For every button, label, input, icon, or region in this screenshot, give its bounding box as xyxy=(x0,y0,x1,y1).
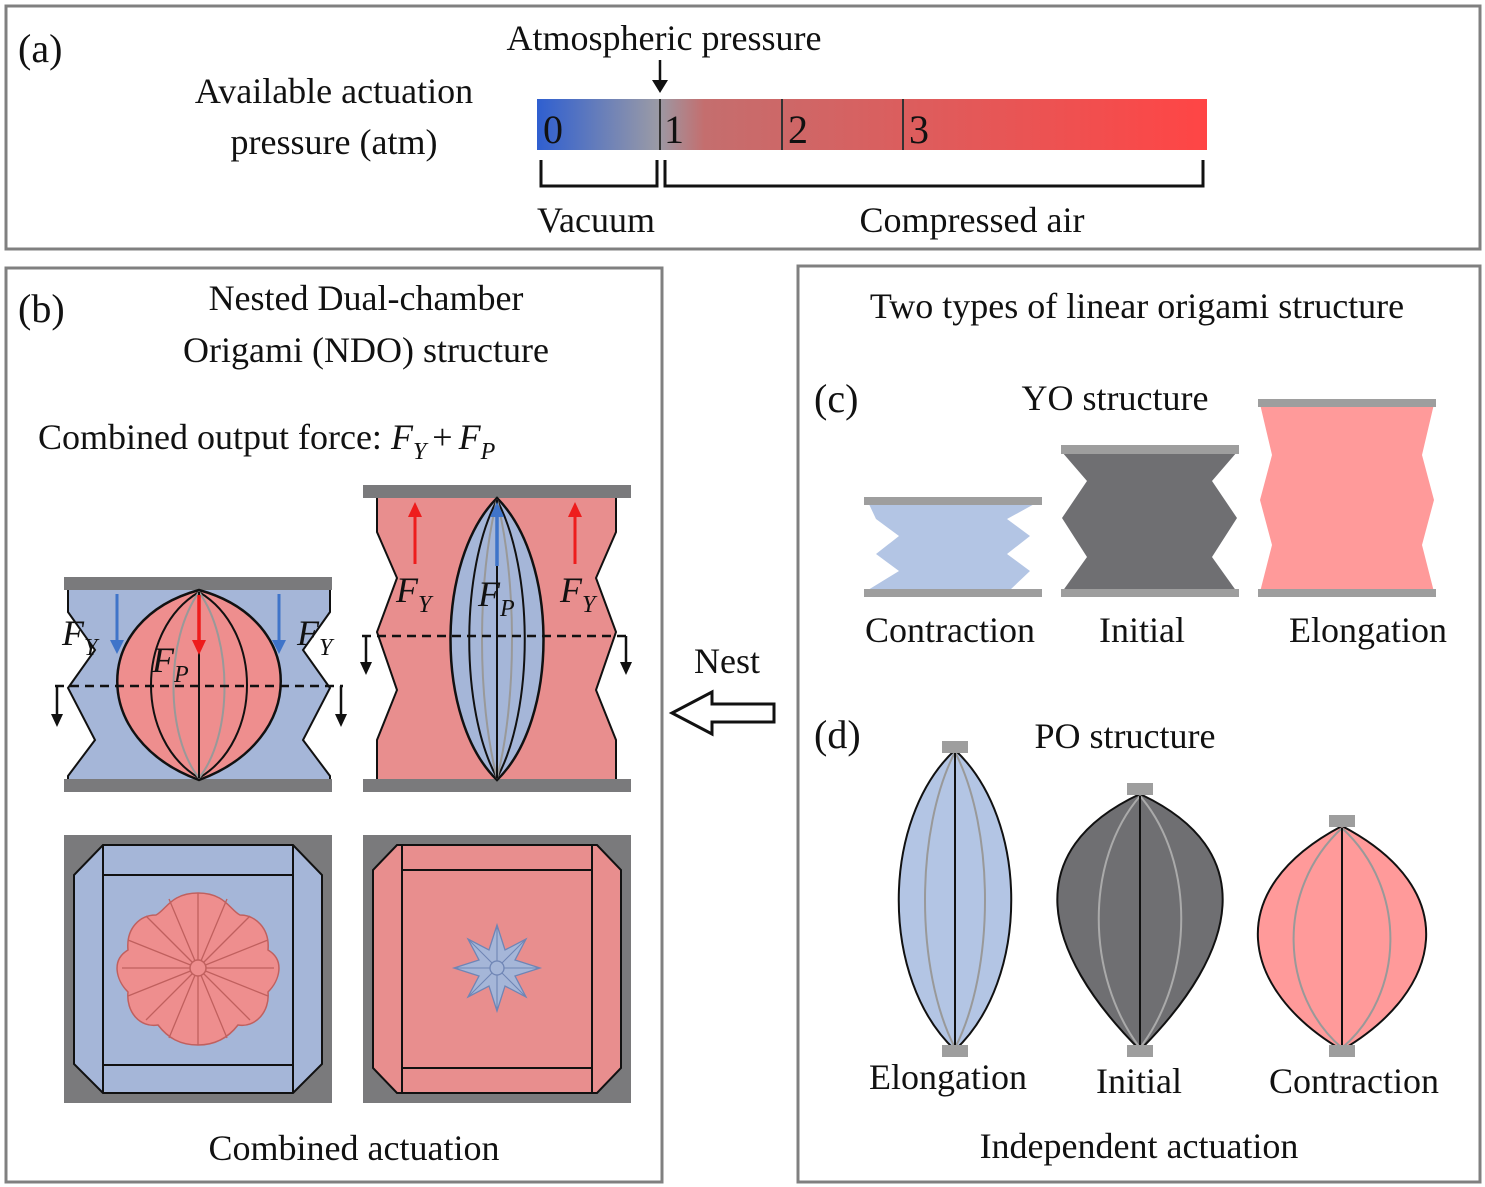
yo-elongation xyxy=(1258,399,1436,597)
atmospheric-arrowhead xyxy=(652,80,668,93)
panel-d-label: (d) xyxy=(814,712,861,757)
panel-a-label: (a) xyxy=(18,26,62,71)
fy-right-label-2: FY xyxy=(559,570,598,618)
ndo-contracted-side-view: FY FY FP xyxy=(51,577,347,792)
panel-b: (b) Nested Dual-chamber Origami (NDO) st… xyxy=(4,266,664,1184)
fy-left-label-2: FY xyxy=(296,613,335,661)
axis-label-line2: pressure (atm) xyxy=(231,122,438,162)
panel-b-label: (b) xyxy=(18,286,65,331)
atmospheric-pressure-label: Atmospheric pressure xyxy=(507,18,822,58)
linear-origami-title: Two types of linear origami structure xyxy=(870,286,1404,326)
nest-label: Nest xyxy=(694,641,760,681)
fp-left-label: FP xyxy=(151,640,189,688)
po-elongation xyxy=(897,741,1013,1057)
panel-cd-frame xyxy=(796,264,1482,1184)
yo-label-contraction: Contraction xyxy=(865,610,1035,650)
po-label-initial: Initial xyxy=(1096,1061,1182,1101)
po-initial xyxy=(1056,783,1224,1057)
ndo-elongated-top-view xyxy=(363,835,631,1103)
yo-initial xyxy=(1061,445,1239,597)
pressure-bar xyxy=(537,99,1207,150)
panel-cd: Two types of linear origami structure (c… xyxy=(796,264,1482,1184)
combined-actuation-caption: Combined actuation xyxy=(209,1128,500,1168)
independent-actuation-caption: Independent actuation xyxy=(980,1126,1299,1166)
fp-right-label: FP xyxy=(477,574,515,622)
compressed-bracket xyxy=(663,160,1205,188)
vacuum-bracket xyxy=(539,160,659,188)
po-contraction xyxy=(1256,815,1428,1057)
yo-label-elongation: Elongation xyxy=(1289,610,1447,650)
po-label-contraction: Contraction xyxy=(1269,1061,1439,1101)
panel-b-frame xyxy=(4,266,664,1184)
combined-force-formula: Combined output force: FY+FP xyxy=(38,417,496,465)
yo-structure-title: YO structure xyxy=(1022,378,1209,418)
tick-label-2: 2 xyxy=(788,107,808,152)
compressed-air-label: Compressed air xyxy=(860,200,1085,240)
yo-label-initial: Initial xyxy=(1099,610,1185,650)
tick-label-1: 1 xyxy=(664,107,684,152)
ndo-title-line2: Origami (NDO) structure xyxy=(183,330,549,370)
ndo-elongated-side-view: FY FP FY xyxy=(360,485,632,792)
ndo-title-line1: Nested Dual-chamber xyxy=(209,278,524,318)
ndo-contracted-top-view xyxy=(64,835,332,1103)
nest-arrow-group: Nest xyxy=(668,641,776,737)
po-structure-title: PO structure xyxy=(1035,716,1216,756)
yo-contraction xyxy=(864,497,1042,597)
vacuum-label: Vacuum xyxy=(537,200,655,240)
nest-arrow xyxy=(668,689,776,737)
fy-left-label-1: FY xyxy=(61,613,100,661)
panel-c-label: (c) xyxy=(814,376,858,421)
panel-a-frame xyxy=(4,4,1482,251)
tick-label-3: 3 xyxy=(909,107,929,152)
po-label-elongation: Elongation xyxy=(869,1057,1027,1097)
panel-a: (a) Atmospheric pressure Available actua… xyxy=(4,4,1482,251)
fy-right-label-1: FY xyxy=(395,570,434,618)
axis-label-line1: Available actuation xyxy=(195,71,473,111)
tick-label-0: 0 xyxy=(543,107,563,152)
